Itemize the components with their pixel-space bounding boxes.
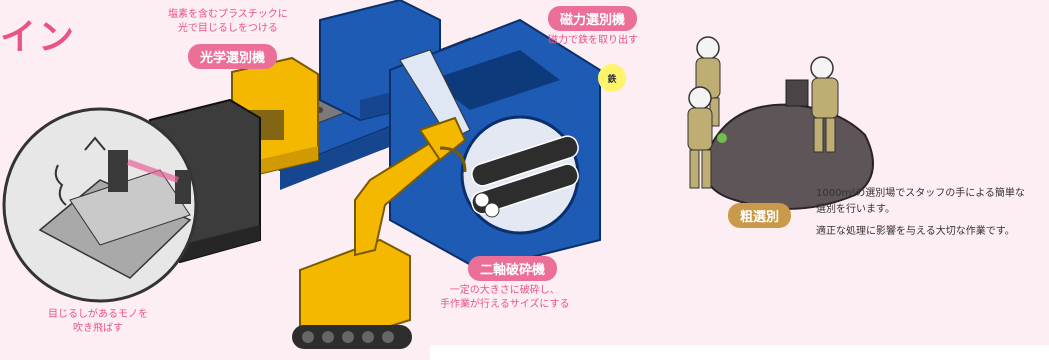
worker-3	[785, 56, 839, 153]
rough-sorting-label: 粗選別	[728, 203, 792, 228]
page-title-fragment: イン	[0, 17, 77, 58]
rough-sorting-desc-line2: 選別を行います。	[816, 204, 895, 215]
shredder-note-line1: 一定の大きさに破砕し、	[449, 285, 560, 296]
rough-sorting-desc-line1: 1000m²の選別場でスタッフの手による簡単な	[816, 188, 1025, 199]
optical-sorter-note: 塩素を含むプラスチックに 光で目じるしをつける	[168, 8, 288, 36]
air-blow-note-line2: 吹き飛ばす	[73, 323, 123, 334]
yellow-excavator	[292, 116, 467, 349]
shredder-drum-inset	[460, 115, 580, 235]
shredder-label: 二軸破砕機	[468, 256, 558, 281]
magnetic-sorter-label: 磁力選別機	[548, 6, 638, 31]
air-blow-inset	[2, 107, 198, 303]
iron-badge: 鉄	[598, 64, 626, 92]
rough-sorting-scene	[687, 36, 874, 210]
rough-sorting-desc-line3: 適正な処理に影響を与える大切な作業です。	[816, 226, 1015, 237]
worker-2	[687, 86, 727, 189]
optical-sorter-note-line2: 光で目じるしをつける	[177, 23, 278, 34]
air-blow-note: 目じるしがあるモノを 吹き飛ばす	[48, 308, 148, 336]
optical-sorter-label: 光学選別機	[188, 44, 278, 69]
bottom-panel	[430, 345, 1049, 360]
shredder-note-line2: 手作業が行えるサイズにする	[440, 299, 570, 310]
optical-sorter-note-line1: 塩素を含むプラスチックに	[168, 9, 288, 20]
shredder-note: 一定の大きさに破砕し、 手作業が行えるサイズにする	[440, 284, 570, 312]
magnetic-sorter-note: 磁力で鉄を取り出す	[548, 35, 638, 46]
air-blow-note-line1: 目じるしがあるモノを	[48, 309, 148, 320]
rough-sorting-description: 1000m²の選別場でスタッフの手による簡単な 選別を行います。 適正な処理に影…	[816, 186, 1044, 240]
